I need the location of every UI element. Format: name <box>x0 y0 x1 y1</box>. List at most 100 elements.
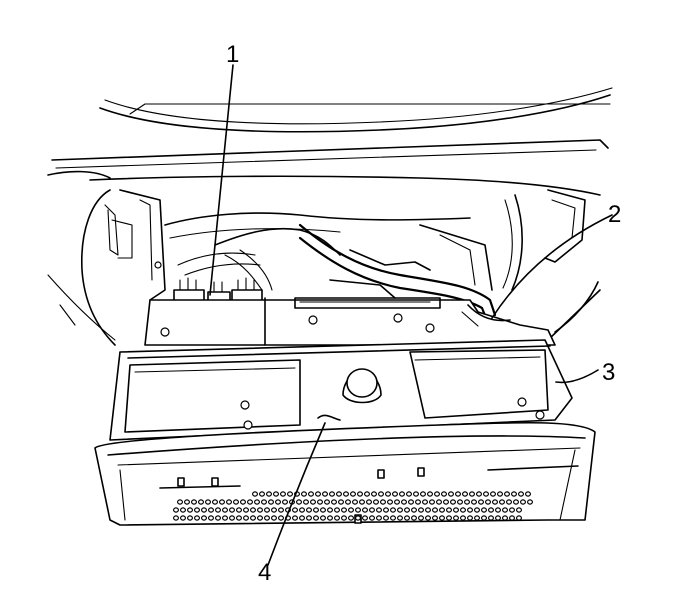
grille-hole <box>350 491 357 497</box>
grille-hole <box>411 507 418 513</box>
grille-hole <box>488 515 495 521</box>
grille-hole <box>308 491 315 497</box>
grille-hole <box>483 491 490 497</box>
grille-hole <box>180 507 187 513</box>
grille-hole <box>329 491 336 497</box>
grille-hole <box>422 499 429 505</box>
grille-hole <box>429 499 436 505</box>
grille-hole <box>467 515 474 521</box>
grille-hole <box>425 515 432 521</box>
grille-hole <box>460 507 467 513</box>
grille-hole <box>441 491 448 497</box>
grille-hole <box>355 515 362 521</box>
grille-hole <box>524 491 531 497</box>
grille-hole <box>187 507 194 513</box>
grille-hole <box>264 515 271 521</box>
grille-hole <box>502 507 509 513</box>
grille-hole <box>273 491 280 497</box>
grille-hole <box>250 507 257 513</box>
grille-hole <box>474 507 481 513</box>
grille-hole <box>271 515 278 521</box>
grille-hole <box>457 499 464 505</box>
rear-harness <box>164 212 497 320</box>
speaker-grille <box>173 491 533 521</box>
grille-hole <box>469 491 476 497</box>
grille-hole <box>526 499 533 505</box>
grille-hole <box>392 491 399 497</box>
grille-hole <box>481 515 488 521</box>
grille-hole <box>509 515 516 521</box>
grille-hole <box>399 491 406 497</box>
grille-hole <box>448 491 455 497</box>
grille-hole <box>212 499 219 505</box>
grille-hole <box>317 499 324 505</box>
grille-hole <box>320 515 327 521</box>
grille-hole <box>341 515 348 521</box>
grille-hole <box>504 491 511 497</box>
grille-hole <box>310 499 317 505</box>
grille-hole <box>362 507 369 513</box>
grille-hole <box>418 507 425 513</box>
grille-hole <box>194 507 201 513</box>
grille-hole <box>369 507 376 513</box>
grille-hole <box>341 507 348 513</box>
grille-hole <box>408 499 415 505</box>
grille-hole <box>397 515 404 521</box>
grille-hole <box>464 499 471 505</box>
leader-lines <box>209 64 613 566</box>
grille-hole <box>313 515 320 521</box>
grille-hole <box>390 507 397 513</box>
grille-hole <box>471 499 478 505</box>
grille-hole <box>455 491 462 497</box>
grille-hole <box>173 507 180 513</box>
grille-hole <box>334 515 341 521</box>
grille-hole <box>287 491 294 497</box>
grille-hole <box>446 515 453 521</box>
grille-hole <box>261 499 268 505</box>
grille-hole <box>268 499 275 505</box>
grille-hole <box>306 507 313 513</box>
dashboard-contours <box>47 87 613 196</box>
grille-hole <box>233 499 240 505</box>
grille-hole <box>259 491 266 497</box>
leader-line-2 <box>491 214 613 319</box>
grille-hole <box>266 491 273 497</box>
grille-hole <box>413 491 420 497</box>
grille-hole <box>385 491 392 497</box>
grille-hole <box>359 499 366 505</box>
grille-hole <box>460 515 467 521</box>
grille-hole <box>292 515 299 521</box>
grille-hole <box>476 491 483 497</box>
grille-hole <box>411 515 418 521</box>
grille-hole <box>236 515 243 521</box>
grille-hole <box>490 491 497 497</box>
grille-hole <box>243 515 250 521</box>
grille-hole <box>517 491 524 497</box>
grille-hole <box>264 507 271 513</box>
grille-hole <box>366 499 373 505</box>
grille-hole <box>173 515 180 521</box>
grille-hole <box>252 491 259 497</box>
radio-face-plate <box>94 421 596 526</box>
grille-hole <box>515 507 522 513</box>
grille-hole <box>348 507 355 513</box>
grille-hole <box>208 515 215 521</box>
grille-hole <box>404 507 411 513</box>
grille-hole <box>222 515 229 521</box>
radio-top-plate <box>109 339 573 441</box>
grille-hole <box>275 499 282 505</box>
grille-hole <box>495 515 502 521</box>
grille-hole <box>180 515 187 521</box>
grille-hole <box>254 499 261 505</box>
grille-hole <box>436 499 443 505</box>
grille-hole <box>236 507 243 513</box>
grille-hole <box>511 491 518 497</box>
grille-hole <box>506 499 513 505</box>
grille-hole <box>373 499 380 505</box>
grille-hole <box>205 499 212 505</box>
grille-hole <box>474 515 481 521</box>
grille-hole <box>177 499 184 505</box>
grille-hole <box>187 515 194 521</box>
grille-hole <box>406 491 413 497</box>
grille-hole <box>390 515 397 521</box>
